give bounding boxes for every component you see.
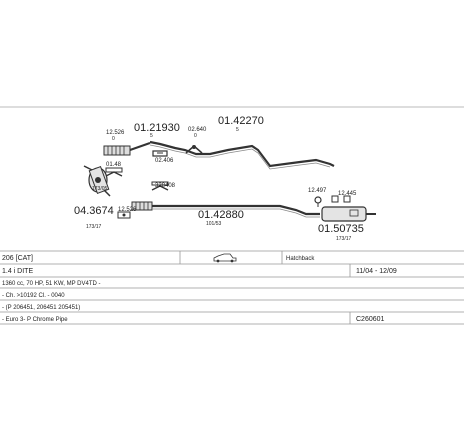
catalyst-04-3674 <box>83 165 111 197</box>
flex-pipe-12-526 <box>103 142 151 156</box>
label-01-42880-sub: 101/53 <box>206 221 222 227</box>
info-engine: 1.4 i DITE <box>2 268 33 275</box>
label-01-42880: 01.42880 <box>198 209 244 221</box>
info-model: 206 [CAT] <box>2 255 33 262</box>
label-02-406: 02.406 <box>155 158 174 164</box>
info-years: 11/04 - 12/09 <box>356 268 397 275</box>
flex-pipe-lower <box>131 201 153 211</box>
label-01-21930-qty: 5 <box>150 133 153 139</box>
label-02-640-sub: 0 <box>194 133 197 139</box>
hanger-12-445 <box>331 195 351 203</box>
info-body: Hatchback <box>286 256 315 262</box>
clamp-328408 <box>151 181 169 191</box>
label-04-3674: 04.3674 <box>74 205 114 217</box>
info-ref: C260601 <box>356 316 385 323</box>
bracket-02-406 <box>152 150 168 157</box>
label-01-50735-sub: 173/17 <box>336 236 352 242</box>
label-12-445: 12.445 <box>338 191 357 197</box>
hanger-12-497 <box>314 196 322 207</box>
label-12-497: 12.497 <box>308 188 327 194</box>
pipe-01-21930 <box>149 140 335 168</box>
label-04-3674-sub: 173/05 <box>92 186 108 192</box>
label-12-526: 12.526 <box>106 130 125 136</box>
label-02-640: 02.640 <box>188 127 207 133</box>
pipe-01-42880-inner <box>152 208 320 218</box>
label-328408: 328408 <box>155 183 176 189</box>
info-chassis: - Ch. >10192 Cl. - 0040 <box>2 293 65 299</box>
label-04-3674-sub2: 173/17 <box>86 224 102 230</box>
label-12-526-sub: 0 <box>112 136 115 142</box>
label-01-42270: 01.42270 <box>218 115 264 127</box>
pipe-01-42880 <box>152 204 320 216</box>
label-01-42270-qty: 5 <box>236 127 239 133</box>
label-01-48: 01.48 <box>106 162 122 168</box>
hatchback-car-icon <box>213 253 237 263</box>
info-codes: - (P 206451, 206451 205451) <box>2 305 80 311</box>
pipe-01-21930-inner <box>149 144 331 170</box>
muffler-01-50735 <box>321 206 376 222</box>
label-12-526b: 12.526 <box>118 207 137 213</box>
info-spec: 1360 cc, 70 HP, 51 KW, MP DV4TD - <box>2 281 101 287</box>
label-01-50735: 01.50735 <box>318 223 364 235</box>
clamp-02-640 <box>185 145 203 154</box>
bracket-12-526b <box>117 211 131 219</box>
label-01-21930: 01.21930 <box>134 122 180 134</box>
info-norm: - Euro 3- P Chrome Pipe <box>2 317 68 323</box>
clamp-near-catalyst <box>105 167 123 177</box>
